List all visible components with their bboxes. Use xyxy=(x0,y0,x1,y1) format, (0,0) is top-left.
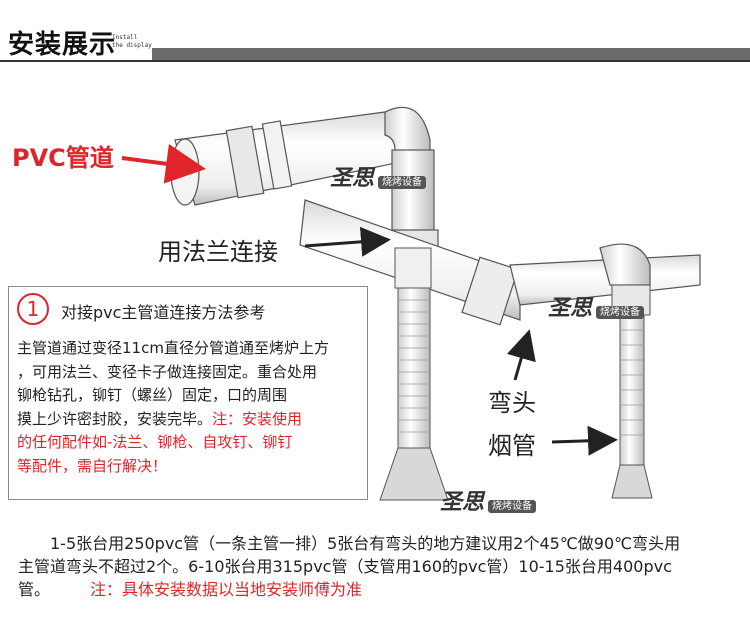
watermark-brand: 圣思 xyxy=(548,295,593,321)
note-line-text: 摸上少许密封胶，安装完毕。 xyxy=(17,409,213,428)
note-line: 摸上少许密封胶，安装完毕。注：安装使用 xyxy=(17,408,361,432)
note-warning-line: 等配件，需自行解决！ xyxy=(17,456,168,475)
brand-watermark-1: 圣思烧烤设备 xyxy=(330,160,427,192)
note-body: 主管道通过变径11cm直径分管道通至烤炉上方 ，可用法兰、变径卡子做连接固定。重… xyxy=(17,337,361,478)
description-line: 主管道弯头不超过2个。6-10张台用315pvc管（支管用160的pvc管）10… xyxy=(18,557,672,576)
section-subtitle-line2: the display xyxy=(112,42,152,49)
section-title: 安装展示 xyxy=(8,30,117,60)
pipe-installation-illustration xyxy=(121,106,701,501)
elbow-label: 弯头 xyxy=(488,389,536,417)
description-line: 1-5张台用250pvc管（一条主管一排）5张台有弯头的地方建议用2个45℃做9… xyxy=(18,532,738,555)
flange-arrow xyxy=(304,226,391,257)
watermark-tagline: 烧烤设备 xyxy=(596,306,645,319)
pipe-sizing-description: 1-5张台用250pvc管（一条主管一排）5张台有弯头的地方建议用2个45℃做9… xyxy=(18,532,738,601)
section-subtitle: Install the display xyxy=(112,34,152,50)
brand-watermark-2: 圣思烧烤设备 xyxy=(548,290,645,322)
pvc-pipe-label: PVC管道 xyxy=(12,144,114,172)
note-line: 主管道通过变径11cm直径分管道通至烤炉上方 xyxy=(17,339,329,357)
description-line-text: 1-5张台用250pvc管（一条主管一排）5张台有弯头的地方建议用2个45℃做9… xyxy=(50,534,681,553)
note-title: 对接pvc主管道连接方法参考 xyxy=(61,303,266,322)
note-warning: 注：安装使用 xyxy=(212,409,303,428)
smoke-pipe-arrow xyxy=(551,425,618,456)
smoke-pipe-label: 烟管 xyxy=(488,432,536,460)
watermark-tagline: 烧烤设备 xyxy=(488,500,537,513)
header-divider xyxy=(0,60,750,62)
flexible-smoke-pipe-1 xyxy=(379,247,449,501)
connection-method-note: 1 对接pvc主管道连接方法参考 主管道通过变径11cm直径分管道通至烤炉上方 … xyxy=(8,286,368,500)
note-number-badge: 1 xyxy=(17,293,49,325)
description-line: 管。 注：具体安装数据以当地安装师傅为准 xyxy=(18,578,738,601)
brand-watermark-4: 圣思烧烤设备 xyxy=(440,484,537,516)
description-line-text: 管。 xyxy=(18,580,51,599)
pvc-pipe-arrow xyxy=(121,143,206,184)
note-line: 铆枪钻孔，铆钉（螺丝）固定，口的周围 xyxy=(17,386,288,404)
header-bar xyxy=(152,48,750,60)
section-subtitle-line1: Install xyxy=(112,34,138,41)
elbow-arrow xyxy=(506,329,536,381)
note-warning-line: 的任何配件如-法兰、铆枪、自攻钉、铆钉 xyxy=(17,433,293,451)
watermark-tagline: 烧烤设备 xyxy=(378,176,427,189)
section-header: 安装展示 Install the display xyxy=(0,0,750,62)
watermark-brand: 圣思 xyxy=(330,165,375,191)
watermark-brand: 圣思 xyxy=(440,489,485,515)
installer-note: 注：具体安装数据以当地安装师傅为准 xyxy=(90,580,363,599)
note-line: ，可用法兰、变径卡子做连接固定。重合处用 xyxy=(17,362,318,381)
flange-joint-label: 用法兰连接 xyxy=(158,238,278,266)
